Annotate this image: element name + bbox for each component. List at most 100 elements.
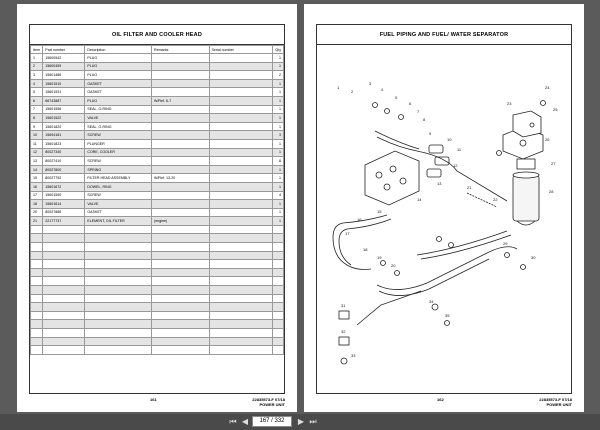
empty-table-row bbox=[29, 302, 284, 312]
parts-table: Item Part number Description Remarks Ser… bbox=[29, 45, 284, 355]
table-cell bbox=[208, 199, 274, 209]
fuel-pump-block bbox=[364, 150, 420, 206]
table-cell bbox=[42, 250, 86, 261]
column-header: Serial number bbox=[208, 45, 274, 54]
first-page-button[interactable]: ⏮ bbox=[228, 417, 238, 427]
table-cell bbox=[151, 345, 210, 355]
table-cell bbox=[208, 345, 274, 355]
table-cell bbox=[151, 293, 210, 304]
column-header: Remarks bbox=[151, 45, 210, 54]
first-page-icon: ⏮ bbox=[229, 417, 237, 426]
table-cell bbox=[42, 310, 86, 321]
table-cell: 1 bbox=[272, 95, 284, 106]
table-cell bbox=[84, 285, 153, 295]
table-cell: 15601531 bbox=[42, 87, 86, 97]
table-cell bbox=[151, 267, 210, 278]
table-cell bbox=[151, 104, 210, 115]
table-cell bbox=[29, 285, 44, 295]
table-cell: 1 bbox=[272, 61, 284, 72]
table-cell: SPRING bbox=[84, 164, 153, 175]
table-cell bbox=[208, 78, 274, 89]
table-cell: FILTER HEAD ASSEMBLY bbox=[84, 173, 153, 183]
table-cell bbox=[272, 310, 284, 321]
table-cell bbox=[84, 276, 153, 287]
table-cell bbox=[151, 181, 210, 192]
table-cell bbox=[208, 336, 274, 347]
table-cell: 17 bbox=[29, 190, 44, 201]
callout-number: 13 bbox=[437, 181, 442, 186]
prev-page-button[interactable]: ◀ bbox=[240, 417, 250, 427]
table-cell bbox=[42, 302, 86, 312]
callout-number: 24 bbox=[545, 85, 550, 90]
table-cell: 80027340 bbox=[42, 147, 86, 158]
table-cell bbox=[84, 233, 153, 244]
callout-number: 8 bbox=[423, 117, 426, 122]
table-cell bbox=[151, 336, 210, 347]
table-cell: SCREW bbox=[84, 156, 153, 166]
table-cell bbox=[151, 190, 210, 201]
table-cell bbox=[42, 293, 86, 304]
table-cell: 15600942 bbox=[42, 53, 86, 63]
callout-number: 4 bbox=[381, 87, 384, 92]
table-cell bbox=[208, 147, 274, 158]
table-cell: 1 bbox=[272, 121, 284, 132]
empty-table-row bbox=[29, 285, 284, 295]
table-cell: PLUG bbox=[84, 61, 153, 72]
table-cell bbox=[208, 259, 274, 269]
empty-table-row bbox=[29, 328, 284, 338]
callout-number: 31 bbox=[341, 303, 346, 308]
table-cell bbox=[272, 242, 284, 252]
table-cell bbox=[208, 233, 274, 244]
table-cell: 18 bbox=[29, 199, 44, 209]
table-cell bbox=[151, 310, 210, 321]
table-cell bbox=[29, 267, 44, 278]
table-cell bbox=[151, 78, 210, 89]
table-cell bbox=[151, 242, 210, 252]
table-cell bbox=[151, 233, 210, 244]
section-name: POWER UNIT bbox=[546, 402, 572, 407]
table-cell bbox=[208, 224, 274, 235]
table-cell bbox=[151, 207, 210, 218]
table-cell bbox=[42, 233, 86, 244]
callout-number: 30 bbox=[531, 255, 536, 260]
footer-code: 22835573-F 07/18 POWER UNIT bbox=[217, 397, 285, 407]
table-cell: 1 bbox=[29, 53, 44, 63]
table-cell bbox=[208, 216, 274, 226]
table-cell: SEAL, O-RING bbox=[84, 121, 153, 132]
table-cell: 8 bbox=[29, 113, 44, 123]
table-cell bbox=[208, 285, 274, 295]
empty-table-row bbox=[29, 310, 284, 321]
table-cell: 3 bbox=[272, 130, 284, 140]
next-page-icon: ▶ bbox=[297, 417, 305, 426]
table-cell: 15601820 bbox=[42, 121, 86, 132]
table-cell bbox=[208, 267, 274, 278]
table-cell bbox=[84, 242, 153, 252]
table-cell bbox=[42, 242, 86, 252]
table-cell: 80027800 bbox=[42, 164, 86, 175]
table-cell bbox=[151, 285, 210, 295]
table-cell bbox=[29, 310, 44, 321]
table-cell bbox=[29, 319, 44, 329]
table-cell bbox=[272, 224, 284, 235]
next-page-button[interactable]: ▶ bbox=[296, 417, 306, 427]
callout-number: 27 bbox=[551, 161, 556, 166]
callout-number: 25 bbox=[553, 107, 558, 112]
table-cell bbox=[84, 336, 153, 347]
table-cell bbox=[151, 53, 210, 63]
page-number-input[interactable]: 167 / 332 bbox=[252, 416, 292, 427]
column-header: Qty bbox=[272, 45, 284, 54]
last-page-button[interactable]: ⏭ bbox=[308, 417, 318, 427]
table-cell bbox=[151, 70, 210, 80]
table-cell bbox=[272, 319, 284, 329]
callout-number: 21 bbox=[467, 185, 472, 190]
table-cell: 80027886 bbox=[42, 207, 86, 218]
table-cell bbox=[29, 328, 44, 338]
page-title: FUEL PIPING AND FUEL/ WATER SEPARATOR bbox=[317, 25, 571, 45]
